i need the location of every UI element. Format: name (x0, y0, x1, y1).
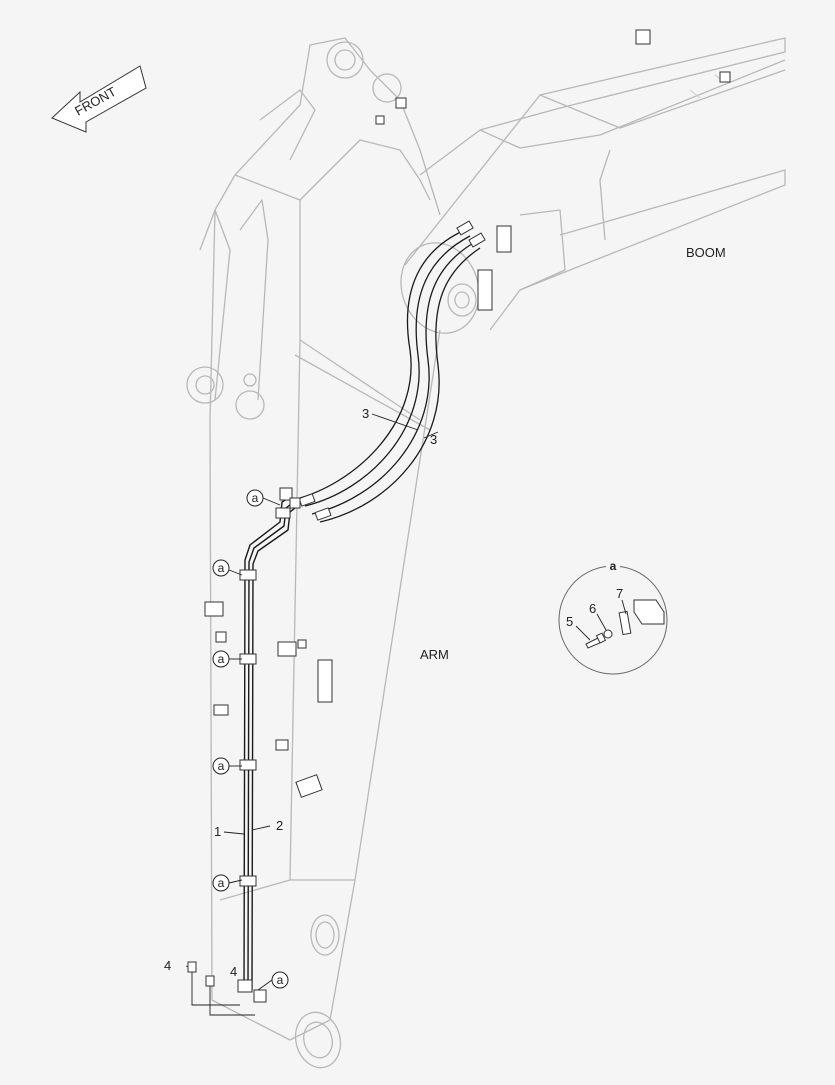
boom-pin (400, 225, 512, 334)
part-label-2: 2 (276, 818, 283, 833)
part-label-4b: 4 (230, 964, 237, 979)
part-labels: 1 2 3 3 4 4 (164, 406, 437, 979)
part-label-6: 6 (589, 601, 596, 616)
callout-a-4: a (218, 759, 225, 773)
arm-label: ARM (420, 647, 449, 662)
boom-body (404, 29, 786, 331)
arm-body (186, 37, 441, 1069)
hose-assembly (298, 220, 486, 523)
callout-a-1: a (252, 491, 259, 505)
callout-a-3: a (218, 652, 225, 666)
part-label-5: 5 (566, 614, 573, 629)
part-label-4a: 4 (164, 958, 171, 973)
bolt-parts (187, 961, 215, 987)
part-label-3b: 3 (430, 432, 437, 447)
callout-a-2: a (218, 561, 225, 575)
boom-label: BOOM (686, 245, 726, 260)
pipe-assembly (237, 487, 301, 1003)
callout-a-6: a (277, 973, 284, 987)
callout-a-5: a (218, 876, 225, 890)
front-arrow: FRONT (51, 65, 147, 133)
detail-label: a (610, 559, 617, 573)
clamp-callouts: a a a a a a (212, 489, 289, 989)
part-label-3a: 3 (362, 406, 369, 421)
part-label-7: 7 (616, 586, 623, 601)
part-label-1: 1 (214, 824, 221, 839)
detail-view-a: a 5 6 7 (558, 559, 668, 675)
